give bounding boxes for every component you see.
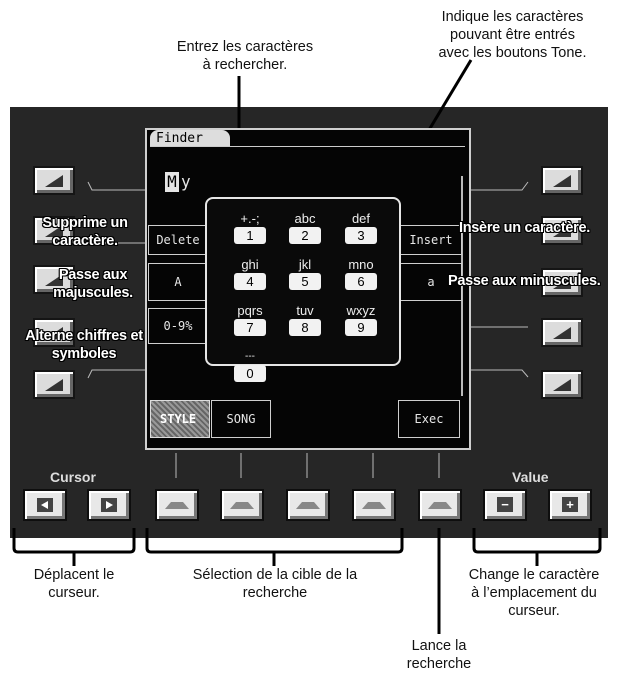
callout-change-character: Change le caractère à l’emplacement du c… [468, 567, 600, 619]
keypad-letters: abc [294, 211, 316, 226]
minus-icon: − [497, 497, 513, 512]
value-label: Value [512, 469, 549, 485]
right-tone-button-4[interactable] [541, 318, 583, 347]
tone-triangle-icon [45, 274, 63, 286]
value-plus-button[interactable]: + [548, 489, 592, 521]
keypad-digit: 8 [289, 319, 321, 336]
keypad-letters: +.-; [240, 211, 260, 226]
input-cursor-char: M [165, 172, 179, 192]
cursor-left-button[interactable] [23, 489, 67, 521]
overlay-lowercase: Passe aux minuscules. [448, 273, 601, 289]
arrow-right-icon [101, 498, 117, 512]
overlay-uppercase: Passe aux majuscules. [53, 267, 133, 301]
callout-tone-characters: Indique les caractères pouvant être entr… [438, 9, 587, 61]
overlay-insert: Insère un caractère. [459, 220, 591, 236]
callout-launch-search: Lance la recherche [406, 638, 472, 672]
keypad-digit: 6 [345, 273, 377, 290]
delete-button[interactable]: Delete [148, 225, 208, 255]
left-tone-button-4[interactable] [33, 318, 75, 347]
keypad-digit: 9 [345, 319, 377, 336]
tab-shape-icon [230, 502, 254, 509]
insert-button[interactable]: Insert [400, 225, 462, 255]
callout-search-target: Sélection de la cible de la recherche [192, 567, 358, 601]
keypad-key[interactable]: +.-;1 [224, 212, 276, 245]
keypad-key[interactable]: --- 0 [224, 350, 276, 383]
keypad-digit: 4 [234, 273, 266, 290]
scroll-bar [461, 176, 463, 396]
tone-triangle-icon [45, 175, 63, 187]
song-tab[interactable]: SONG [211, 400, 271, 438]
keypad-digit: 3 [345, 227, 377, 244]
soft-button-1[interactable] [155, 489, 199, 521]
style-tab[interactable]: STYLE [150, 400, 210, 438]
cursor-right-button[interactable] [87, 489, 131, 521]
tab-shape-icon [428, 502, 452, 509]
overlay-delete: Supprime un caractère. [42, 215, 128, 249]
uppercase-button[interactable]: A [148, 263, 208, 301]
callout-move-cursor: Déplacent le curseur. [33, 567, 115, 601]
soft-button-5[interactable] [418, 489, 462, 521]
tone-triangle-icon [553, 225, 571, 237]
left-tone-button-2[interactable] [33, 216, 75, 245]
left-tone-button-5[interactable] [33, 370, 75, 399]
input-text: y [181, 172, 191, 191]
digits-symbols-button[interactable]: 0-9% [148, 308, 208, 344]
keypad-digit: 1 [234, 227, 266, 244]
keypad-letters: wxyz [346, 303, 376, 318]
right-tone-button-5[interactable] [541, 370, 583, 399]
style-tab-label: STYLE [160, 412, 197, 426]
right-tone-button-3[interactable] [541, 268, 583, 297]
right-tone-button-2[interactable] [541, 216, 583, 245]
overlay-alternate: Alterne chiffres et symboles [25, 328, 143, 362]
value-minus-button[interactable]: − [483, 489, 527, 521]
keypad-letters: pqrs [237, 303, 263, 318]
keypad-letters: jkl [298, 257, 312, 272]
cursor-label: Cursor [50, 469, 96, 485]
tone-triangle-icon [45, 225, 63, 237]
right-tone-button-1[interactable] [541, 166, 583, 195]
finder-title: Finder [156, 131, 203, 146]
keypad-digit: 0 [234, 365, 266, 382]
arrow-left-icon [37, 498, 53, 512]
tone-triangle-icon [553, 327, 571, 339]
tab-shape-icon [296, 502, 320, 509]
callout-enter-characters: Entrez les caractères à rechercher. [176, 39, 314, 73]
soft-button-4[interactable] [352, 489, 396, 521]
soft-button-3[interactable] [286, 489, 330, 521]
tone-triangle-icon [45, 379, 63, 391]
left-tone-button-1[interactable] [33, 166, 75, 195]
keypad-letters: ghi [241, 257, 259, 272]
tone-triangle-icon [553, 277, 571, 289]
keypad-letters: --- [245, 351, 255, 362]
tab-shape-icon [165, 502, 189, 509]
keypad-digit: 5 [289, 273, 321, 290]
keypad-digit: 2 [289, 227, 321, 244]
exec-button[interactable]: Exec [398, 400, 460, 438]
plus-icon: + [562, 497, 578, 512]
left-tone-button-3[interactable] [33, 265, 75, 294]
soft-button-2[interactable] [220, 489, 264, 521]
keypad-letters: tuv [296, 303, 314, 318]
tone-triangle-icon [553, 379, 571, 391]
keypad-digit: 7 [234, 319, 266, 336]
tone-triangle-icon [553, 175, 571, 187]
title-divider [150, 146, 465, 147]
tone-triangle-icon [45, 327, 63, 339]
keypad-letters: def [351, 211, 371, 226]
tab-shape-icon [362, 502, 386, 509]
search-input[interactable]: M y [162, 172, 462, 194]
keypad-letters: mno [348, 257, 374, 272]
finder-title-tab: Finder [150, 130, 230, 146]
